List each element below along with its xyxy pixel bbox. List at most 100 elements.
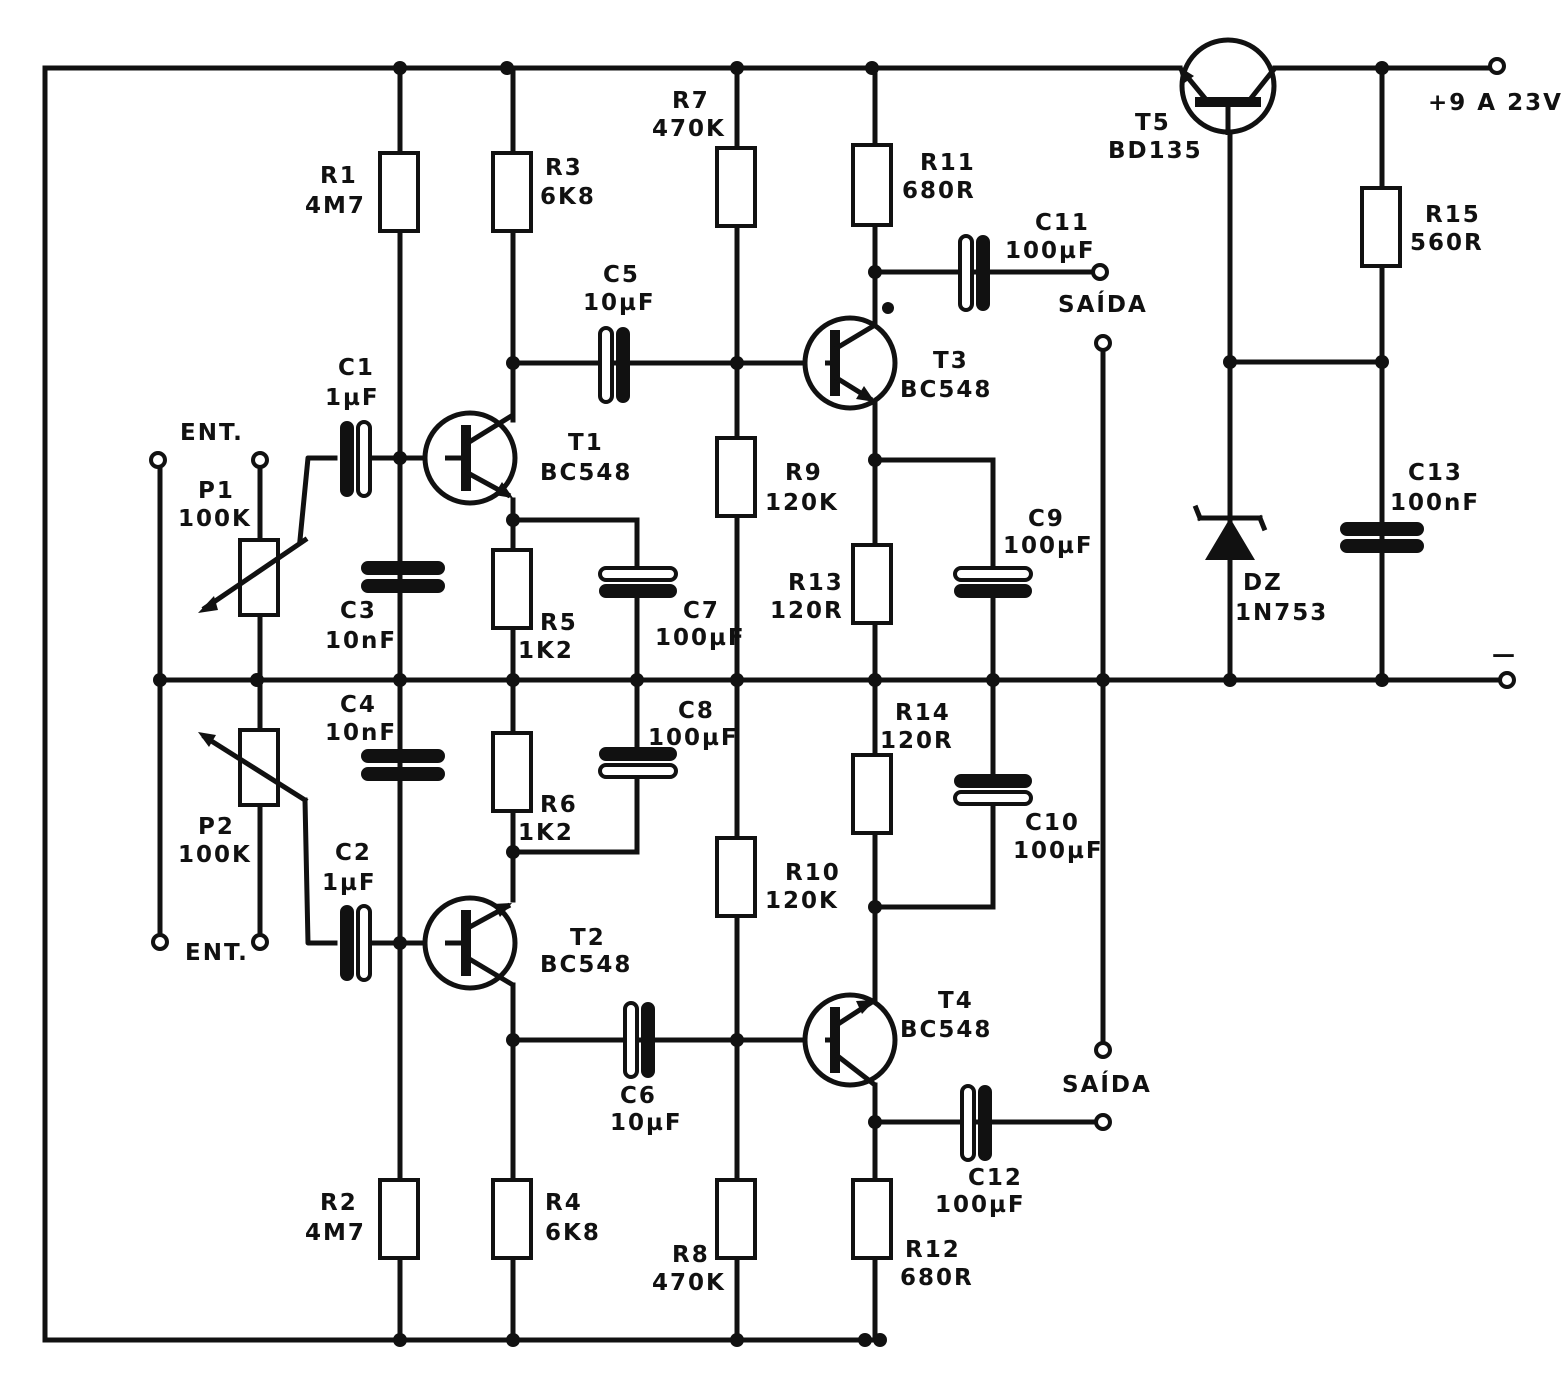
terminal-output-top: [1091, 263, 1109, 281]
dz-ref: DZ: [1243, 570, 1283, 596]
resistor-r5: [491, 548, 533, 630]
t1-value: BC548: [540, 460, 632, 486]
r15-ref: R15: [1425, 202, 1481, 228]
r6-ref: R6: [540, 792, 578, 818]
p2-ref: P2: [198, 814, 235, 840]
r13-ref: R13: [788, 570, 844, 596]
capacitor-c10: [953, 774, 1033, 806]
terminal-supply-negative: [1498, 671, 1516, 689]
r13-value: 120R: [770, 598, 844, 624]
potentiometer-p2: [198, 728, 309, 807]
terminal-input-bottom-left: [151, 933, 169, 951]
terminal-supply-positive: [1488, 57, 1506, 75]
resistor-r12: [851, 1178, 893, 1260]
transistor-t2: [422, 895, 518, 991]
r1-value: 4M7: [305, 193, 366, 219]
c3-value: 10nF: [325, 628, 397, 654]
resistor-r10: [715, 836, 757, 918]
junctions: [153, 61, 1389, 1347]
capacitor-c4: [361, 749, 445, 781]
capacitor-c7: [598, 566, 678, 598]
output-bottom-label: SAÍDA: [1062, 1070, 1152, 1098]
c4-ref: C4: [340, 692, 377, 718]
input-top-label: ENT.: [180, 420, 244, 446]
r3-ref: R3: [545, 155, 583, 181]
c5-ref: C5: [603, 262, 640, 288]
c12-value: 100µF: [935, 1192, 1026, 1218]
capacitor-c5: [598, 326, 630, 404]
resistors: [378, 143, 1402, 1260]
capacitor-c1: [340, 420, 372, 498]
r9-value: 120K: [765, 490, 839, 516]
r3-value: 6K8: [540, 184, 596, 210]
transistor-t5: [1178, 37, 1277, 135]
c2-ref: C2: [335, 840, 372, 866]
c10-value: 100µF: [1013, 838, 1104, 864]
r15-value: 560R: [1410, 230, 1484, 256]
capacitor-c8: [598, 747, 678, 779]
supply-label: +9 A 23V: [1428, 90, 1563, 116]
resistor-r13: [851, 543, 893, 625]
transistor-t1: [422, 410, 518, 506]
resistor-r7: [715, 146, 757, 228]
r12-value: 680R: [900, 1265, 974, 1291]
t1-ref: T1: [568, 430, 604, 456]
c10-ref: C10: [1025, 810, 1080, 836]
resistor-r11: [851, 143, 893, 227]
resistor-r4: [491, 1178, 533, 1260]
r9-ref: R9: [785, 460, 823, 486]
capacitor-c3: [361, 561, 445, 593]
terminal-input-top-right: [251, 451, 269, 469]
r6-value: 1K2: [518, 820, 574, 846]
zener-diode-dz: [1192, 504, 1268, 560]
c1-ref: C1: [338, 355, 375, 381]
r2-ref: R2: [320, 1190, 358, 1216]
resistor-r6: [491, 731, 533, 813]
resistor-r9: [715, 436, 757, 518]
c5-value: 10µF: [583, 290, 656, 316]
c12-ref: C12: [968, 1165, 1023, 1191]
capacitor-c13: [1340, 522, 1424, 553]
r14-value: 120R: [880, 728, 954, 754]
c2-value: 1µF: [322, 870, 377, 896]
terminal-output-top-return: [1094, 334, 1112, 352]
terminal-output-bottom-return: [1094, 1041, 1112, 1059]
dz-value: 1N753: [1235, 600, 1328, 626]
c13-ref: C13: [1408, 460, 1463, 486]
capacitor-c11: [958, 234, 990, 312]
wires: [42, 65, 1503, 1343]
labels: R1 4M7 R2 4M7 R3 6K8 R4 6K8 R5 1K2 R6 1K…: [178, 88, 1563, 1296]
t4-ref: T4: [938, 988, 974, 1014]
terminal-output-bottom: [1094, 1113, 1112, 1131]
t2-value: BC548: [540, 952, 632, 978]
resistor-r15: [1360, 186, 1402, 268]
resistor-r8: [715, 1178, 757, 1260]
r7-value: 470K: [652, 116, 726, 142]
t4-value: BC548: [900, 1017, 992, 1043]
capacitor-c6: [623, 1001, 655, 1079]
capacitor-c9: [953, 566, 1033, 598]
r2-value: 4M7: [305, 1220, 366, 1246]
c11-value: 100µF: [1005, 238, 1096, 264]
r8-value: 470K: [652, 1270, 726, 1296]
transistor-t3: [802, 315, 898, 411]
p2-value: 100K: [178, 842, 252, 868]
resistor-r14: [851, 753, 893, 835]
t3-ref: T3: [933, 348, 969, 374]
r5-value: 1K2: [518, 638, 574, 664]
t5-value: BD135: [1108, 138, 1203, 164]
c4-value: 10nF: [325, 720, 397, 746]
r7-ref: R7: [672, 88, 710, 114]
r10-ref: R10: [785, 860, 841, 886]
output-top-label: SAÍDA: [1058, 290, 1148, 318]
c13-value: 100nF: [1390, 490, 1480, 516]
r11-ref: R11: [920, 150, 976, 176]
r4-ref: R4: [545, 1190, 583, 1216]
t5-ref: T5: [1135, 110, 1171, 136]
terminals: [149, 57, 1516, 1131]
transistors: [422, 37, 1277, 1088]
potentiometers: [198, 536, 309, 807]
c7-ref: C7: [683, 598, 720, 624]
capacitors: [340, 234, 1424, 1162]
